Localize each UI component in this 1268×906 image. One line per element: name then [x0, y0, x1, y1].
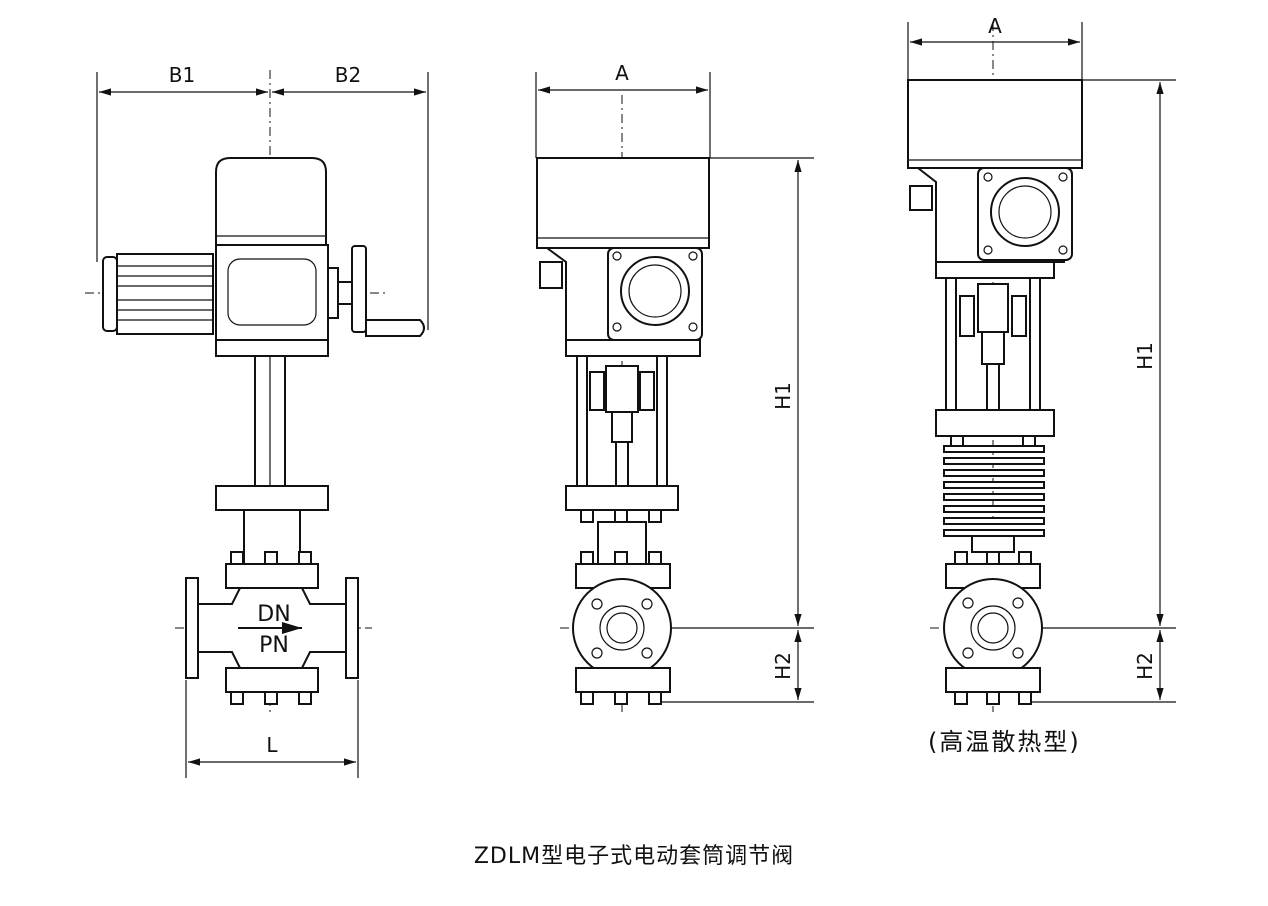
hightemp-a-label: A: [988, 14, 1002, 38]
side-actuator-cover: [536, 157, 710, 249]
front-actuator-cover: [215, 157, 327, 246]
front-handwheel: [351, 245, 367, 333]
side-yoke-left: [576, 355, 588, 487]
side-cable-gland: [539, 261, 563, 289]
front-bottom-flange: [225, 667, 319, 693]
front-motor-body: [116, 253, 214, 335]
drawing-caption: ZDLM型电子式电动套筒调节阀: [473, 844, 795, 869]
front-bonnet-flange: [215, 485, 329, 511]
front-top-flange: [225, 563, 319, 589]
front-top-bolts: [230, 551, 312, 565]
front-view: B1 B2 DN PN L: [85, 63, 429, 778]
front-bottom-bolts: [230, 691, 312, 705]
high-temp-view: A H1 H2: [907, 14, 1176, 712]
side-bonnet-flange: [565, 485, 679, 511]
front-motor-endcap: [102, 256, 118, 332]
hightemp-stroke-scale: [959, 295, 975, 337]
side-output-ring: [620, 256, 690, 326]
b1-label: B1: [169, 63, 195, 87]
front-handwheel-handle: [365, 319, 425, 337]
side-stroke-scale: [589, 371, 605, 411]
hightemp-bottom-flange: [945, 667, 1041, 693]
hightemp-actuator-cover: [907, 79, 1083, 169]
front-actuator-base: [215, 339, 329, 357]
front-left-pipe-flange: [185, 577, 199, 679]
side-h1-label: H1: [771, 382, 795, 410]
side-view: A H1 H2: [535, 61, 814, 712]
hightemp-cable-gland: [909, 185, 933, 211]
l-label: L: [266, 733, 278, 757]
front-handwheel-hub: [327, 267, 339, 319]
side-h2-label: H2: [771, 652, 795, 680]
side-a-label: A: [615, 61, 629, 85]
front-right-pipe-flange: [345, 577, 359, 679]
hightemp-h2-label: H2: [1133, 652, 1157, 680]
b2-label: B2: [335, 63, 361, 87]
dn-label: DN: [257, 602, 290, 627]
side-stem-coupling: [605, 365, 639, 413]
hightemp-h1-label: H1: [1133, 342, 1157, 370]
side-bottom-flange: [575, 667, 671, 693]
high-temp-variant-label: (高温散热型): [928, 728, 1081, 756]
hightemp-pipe-flange: [943, 578, 1043, 678]
side-yoke-right: [656, 355, 668, 487]
hightemp-upper-flange: [935, 409, 1055, 437]
pn-label: PN: [259, 633, 289, 658]
hightemp-stem-coupling: [977, 283, 1009, 333]
side-pipe-flange: [572, 578, 672, 678]
hightemp-actuator-base: [935, 261, 1055, 279]
hightemp-cooling-fins: [943, 445, 1045, 537]
side-actuator-base: [565, 339, 701, 357]
